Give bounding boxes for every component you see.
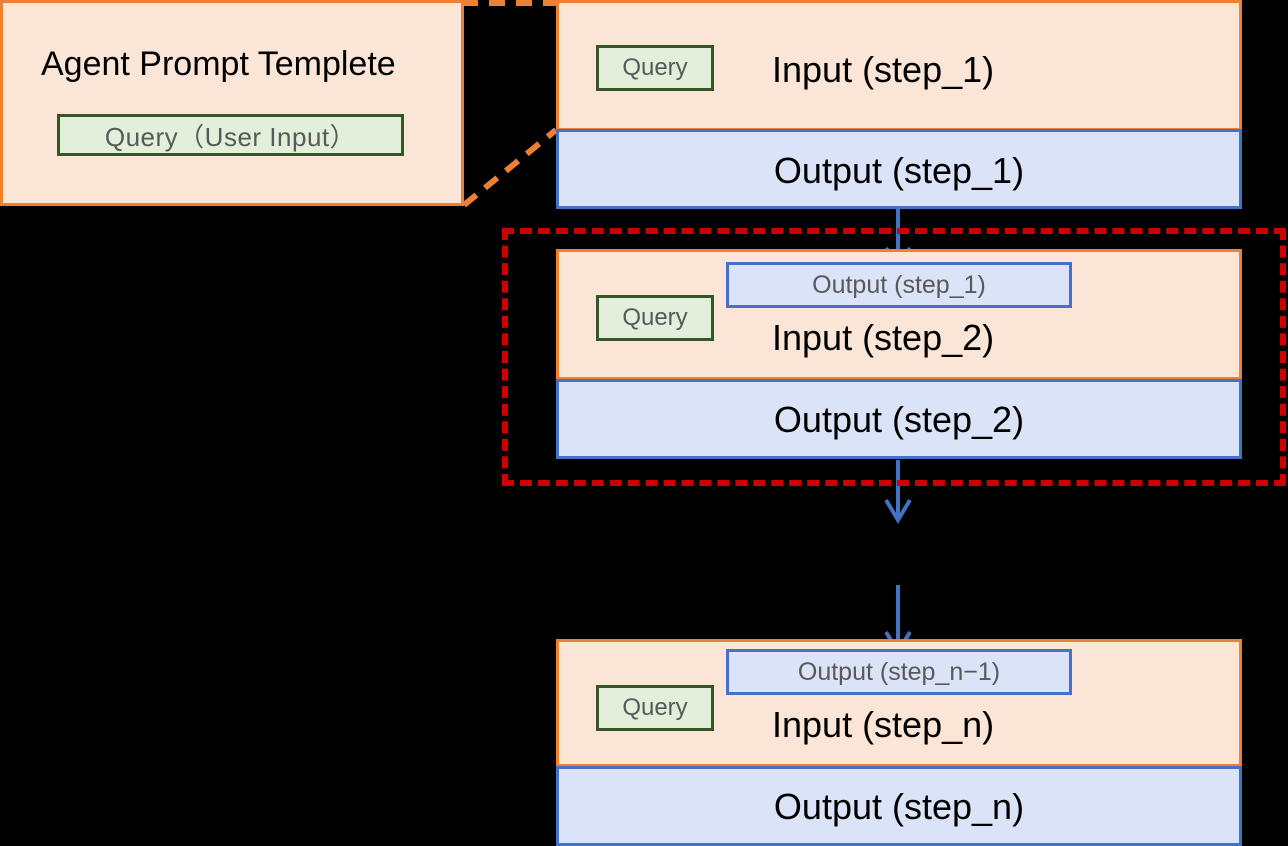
step-2-output-block — [556, 379, 1242, 459]
step-1-query-label: Query — [622, 54, 688, 81]
arrow-step2-down-head — [884, 498, 912, 524]
step-n-query-label: Query — [622, 694, 688, 721]
step-n-input-label: Input (step_n) — [772, 704, 995, 745]
query-user-input-chip: Query（User Input） — [57, 114, 404, 156]
step-1-input-label: Input (step_1) — [772, 49, 995, 90]
query-user-input-label: Query（User Input） — [104, 121, 357, 152]
agent-prompt-template-panel — [0, 0, 464, 206]
step-2-output-label: Output (step_2) — [773, 399, 1025, 440]
step-1-output-label: Output (step_1) — [773, 150, 1025, 191]
step-1-output-block — [556, 129, 1242, 209]
step-1-input-block — [556, 0, 1242, 131]
step-2-highlight-outline — [502, 228, 1286, 486]
step-n-output-label: Output (step_n) — [773, 786, 1025, 827]
step-2-previous-output-chip: Output (step_1) — [726, 262, 1072, 308]
step-1-query-chip: Query — [596, 45, 714, 91]
page-title: Agent Prompt Templete — [41, 45, 396, 83]
step-n-output-block — [556, 766, 1242, 846]
step-n-previous-output-chip: Output (step_n−1) — [726, 649, 1072, 695]
step-2-previous-output-label: Output (step_1) — [812, 270, 986, 299]
step-n-previous-output-label: Output (step_n−1) — [797, 657, 1001, 686]
template-diagonal-dashed-connector — [462, 127, 558, 208]
step-n-query-chip: Query — [596, 685, 714, 731]
step-2-query-label: Query — [622, 304, 688, 331]
step-2-input-label: Input (step_2) — [772, 317, 995, 358]
step-2-query-chip: Query — [596, 295, 714, 341]
